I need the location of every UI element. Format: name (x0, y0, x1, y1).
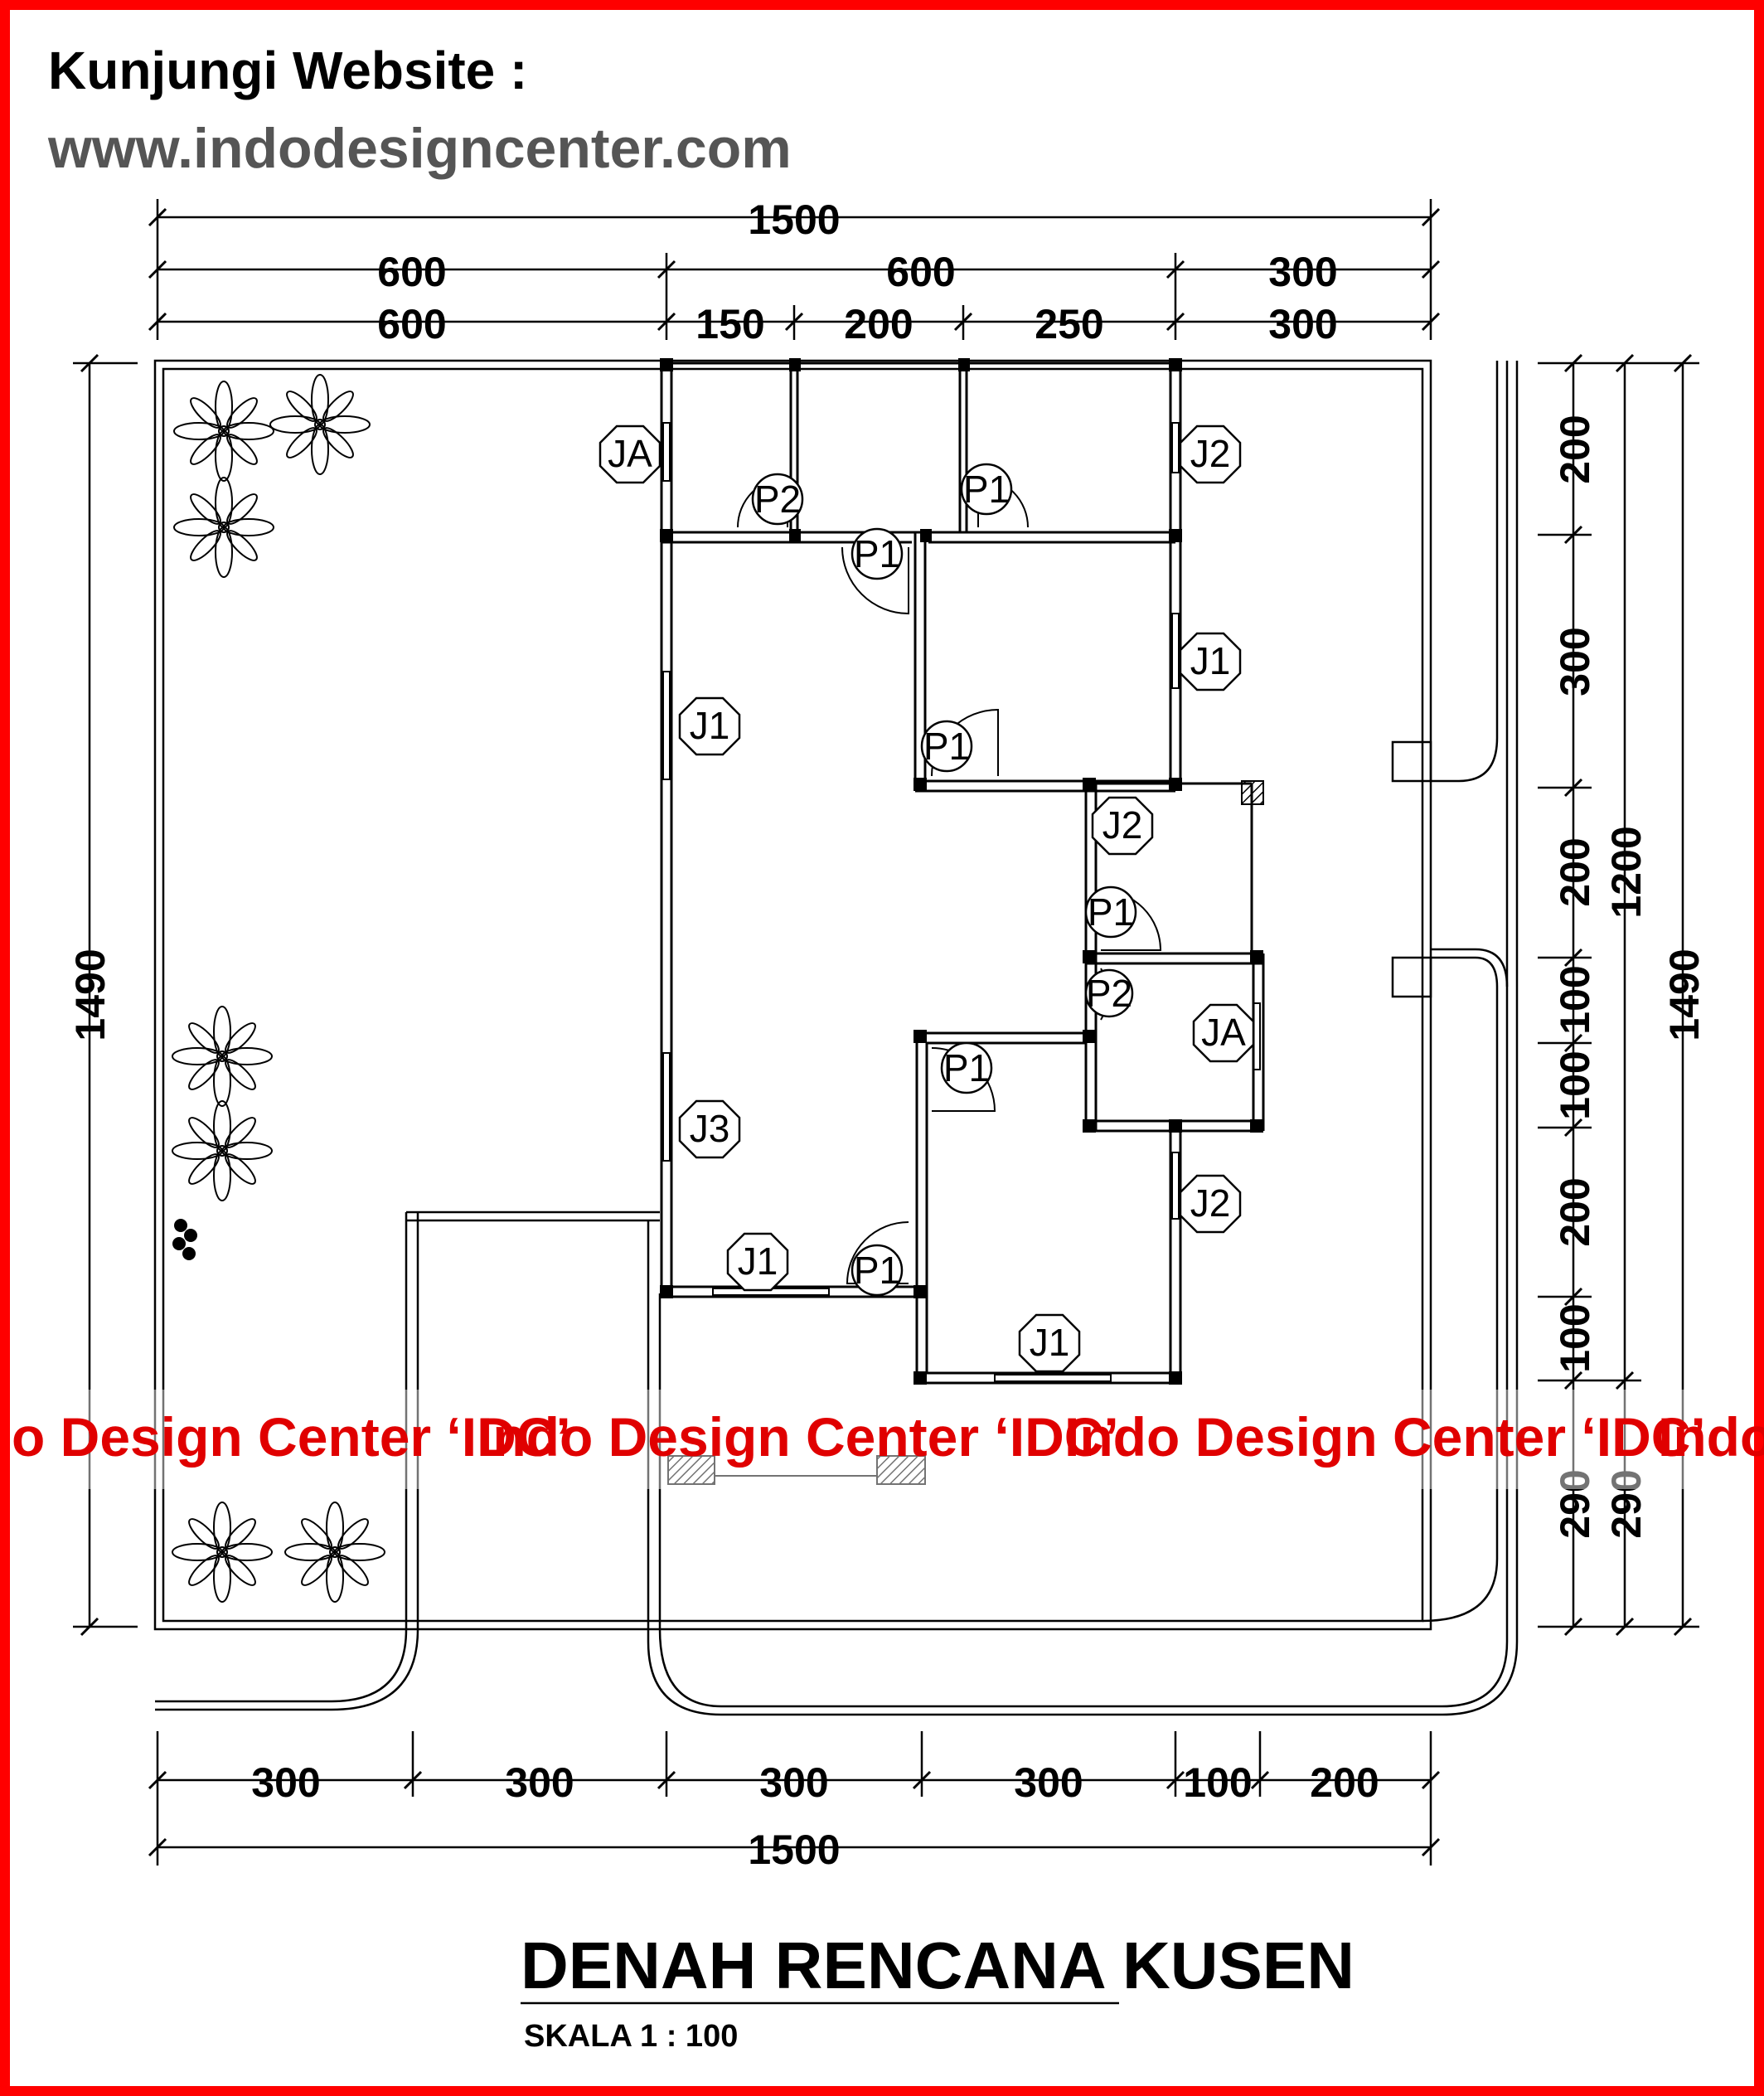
label-p1-bottom: P1 (854, 1249, 900, 1292)
dim-bottom-a: 300 (251, 1759, 320, 1806)
top-dimension-lines (148, 199, 1441, 340)
dim-bottom-c: 300 (759, 1759, 828, 1806)
label-p2-corridor: P2 (1086, 972, 1132, 1015)
dim-right-8: 290 (1552, 1469, 1598, 1538)
dim-top-r3-c: 200 (844, 301, 913, 347)
dim-right-7: 100 (1552, 1303, 1598, 1372)
dim-right-3: 200 (1552, 837, 1598, 906)
building-walls (660, 361, 1265, 1385)
label-j2-top: J2 (1190, 432, 1231, 475)
right-dimension-lines (1538, 353, 1699, 1637)
label-j1-right: J1 (1190, 639, 1231, 682)
drawing-title: DENAH RENCANA KUSEN (521, 1929, 1354, 2002)
columns (660, 358, 1263, 1385)
dim-right-2: 300 (1552, 627, 1598, 696)
dim-left-total: 1490 (67, 949, 114, 1041)
dim-top-total: 1500 (748, 196, 840, 243)
dim-bottom-d: 300 (1014, 1759, 1083, 1806)
watermark-band (10, 1390, 1754, 1489)
label-j2-corridor: J2 (1102, 803, 1143, 847)
dim-top-r3-a: 600 (377, 301, 446, 347)
garden-plants (172, 374, 385, 1603)
dim-bottom-b: 300 (505, 1759, 574, 1806)
watermark-partial-right: Indo (1658, 1406, 1764, 1468)
dim-right-1200: 1200 (1603, 826, 1650, 918)
label-p1-corridor: P1 (1088, 890, 1134, 934)
left-dimension-line (73, 353, 138, 1637)
label-j3: J3 (690, 1107, 730, 1150)
label-j2-lower: J2 (1190, 1181, 1231, 1225)
label-p1-lower: P1 (943, 1046, 990, 1089)
website-link[interactable]: www.indodesigncenter.com (48, 117, 792, 180)
label-p1-bedroom: P1 (923, 725, 970, 768)
watermark-right: Indo Design Center ‘IDC’ (1064, 1406, 1706, 1468)
label-j1-left: J1 (690, 704, 730, 747)
dim-right-total: 1490 (1661, 949, 1708, 1041)
dim-right-5: 100 (1552, 1050, 1598, 1119)
drawing-scale: SKALA 1 : 100 (524, 2019, 738, 2054)
dim-bottom-total: 1500 (748, 1827, 840, 1873)
dim-top-c: 300 (1268, 249, 1337, 295)
dim-right-290: 290 (1603, 1469, 1650, 1538)
dim-top-r3-d: 250 (1035, 301, 1103, 347)
label-ja-right: JA (1201, 1011, 1246, 1054)
dim-bottom-e: 100 (1183, 1759, 1252, 1806)
dim-right-4: 100 (1552, 965, 1598, 1034)
dim-top-b: 600 (886, 249, 955, 295)
dim-top-r3-b: 150 (695, 301, 764, 347)
visit-label: Kunjungi Website : (48, 41, 528, 100)
dim-top-r3-e: 300 (1268, 301, 1337, 347)
labels-text: JA J2 J1 J1 J2 JA J3 J2 J1 J1 (608, 432, 1246, 1364)
label-p2-top: P2 (754, 478, 801, 521)
label-j1-bottom-left: J1 (738, 1240, 778, 1283)
dim-bottom-f: 200 (1310, 1759, 1379, 1806)
dim-right-6: 200 (1552, 1177, 1598, 1246)
label-j1-bottom: J1 (1030, 1321, 1070, 1364)
label-p1-hall: P1 (854, 532, 900, 575)
hatched-columns (667, 780, 1264, 1485)
label-ja-top: JA (608, 432, 652, 475)
watermark-partial-left: o Design Center ‘IDC’ (12, 1406, 571, 1468)
dim-right-1: 200 (1552, 415, 1598, 483)
driveway-lines (155, 361, 1519, 1716)
watermark-center: Indo Design Center ‘IDC’ (477, 1406, 1119, 1468)
bottom-dimension-lines (148, 1731, 1441, 1866)
label-octagons (598, 425, 1255, 1373)
dim-top-a: 600 (377, 249, 446, 295)
label-p1-top: P1 (963, 468, 1010, 511)
door-label-circles (751, 463, 1137, 1297)
